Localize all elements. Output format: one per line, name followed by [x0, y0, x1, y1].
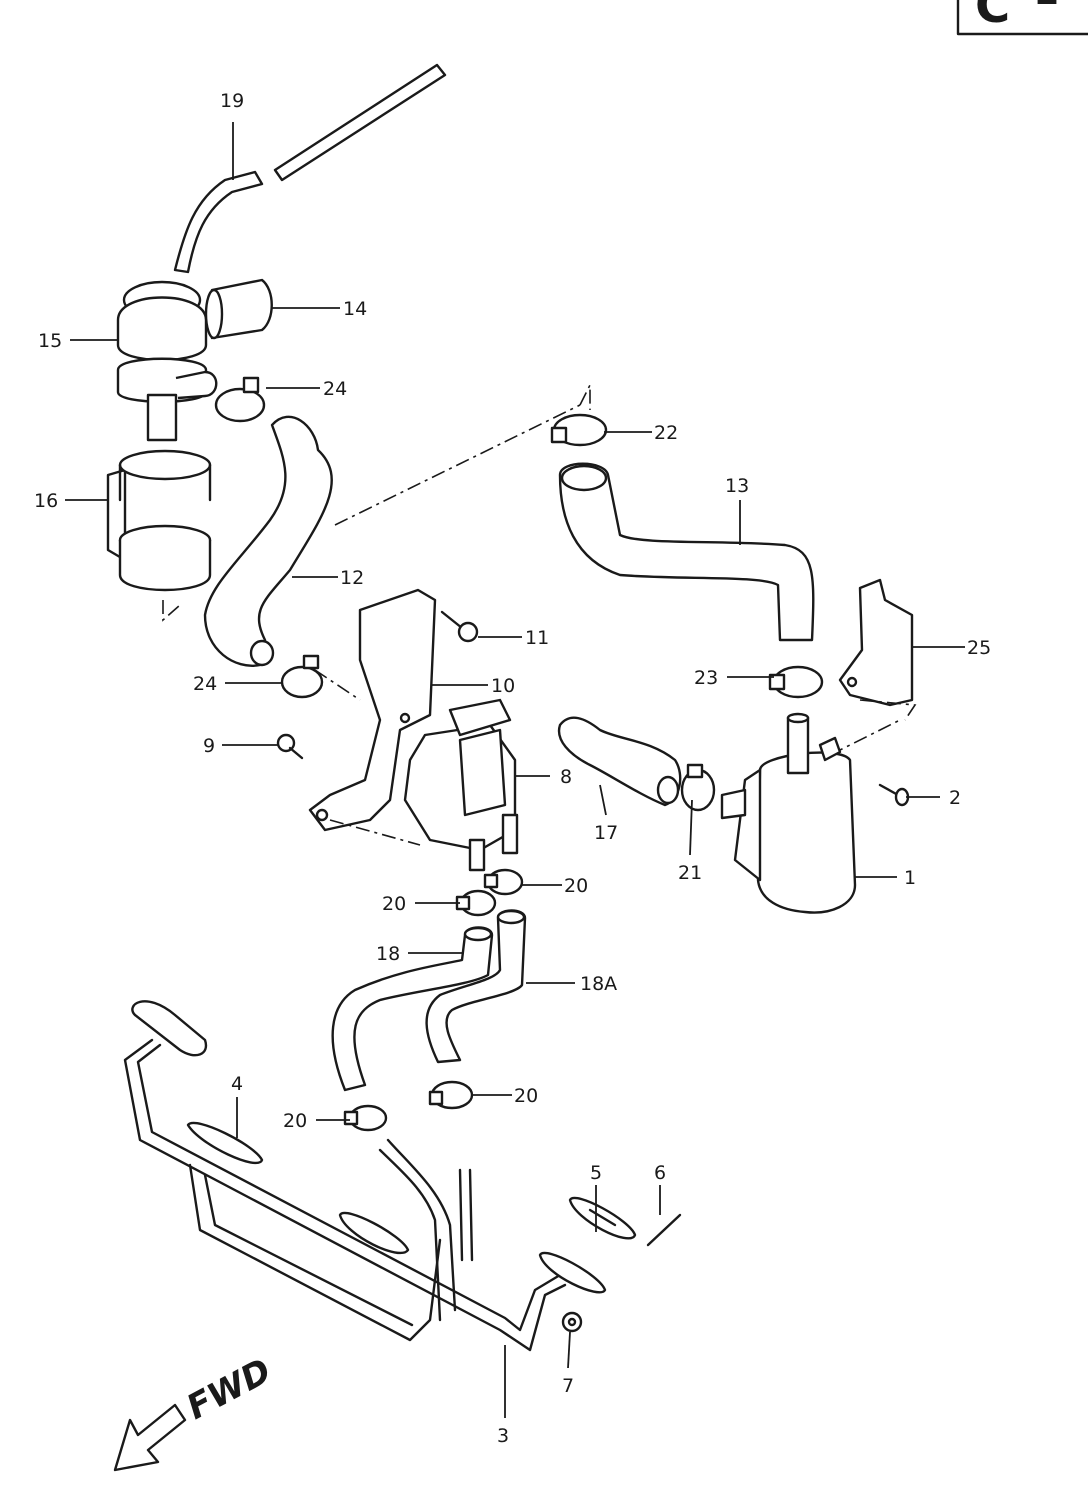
part-21-clamp [680, 763, 716, 812]
callout-8: 8 [560, 766, 572, 788]
callout-20-b: 20 [382, 893, 406, 915]
part-20-clamp-b [455, 889, 497, 917]
fwd-label: FWD [180, 1351, 277, 1428]
callout-14: 14 [343, 298, 367, 320]
part-23-clamp [768, 665, 824, 699]
callout-1: 1 [904, 867, 916, 889]
section-tab-letter: C [975, 0, 1010, 34]
callout-16: 16 [34, 490, 58, 512]
callout-24-upper: 24 [323, 378, 347, 400]
part-24-clamp-upper [214, 376, 266, 423]
assembly-line-left [314, 669, 421, 846]
callout-24-lower: 24 [193, 673, 217, 695]
callout-2: 2 [949, 787, 961, 809]
part-12-hose [203, 415, 333, 667]
part-19-hose [173, 63, 447, 274]
callout-labels: 19 14 15 24 22 13 16 12 25 11 24 23 10 9… [34, 90, 991, 1447]
part-20-clamp-a [483, 868, 524, 896]
part-1-canister [720, 712, 857, 914]
callout-22: 22 [654, 422, 678, 444]
callout-19: 19 [220, 90, 244, 112]
section-tab: C – [956, 0, 1088, 36]
section-tab-suffix: – [1035, 0, 1059, 26]
part-11-bolt [440, 610, 479, 643]
part-2-screw [878, 783, 910, 807]
callout-20-d: 20 [283, 1110, 307, 1132]
fwd-direction-indicator: FWD [113, 1351, 278, 1472]
part-24-clamp-lower [280, 654, 324, 699]
part-9-bolt [276, 733, 304, 760]
part-6-stud [646, 1213, 682, 1247]
callout-13: 13 [725, 475, 749, 497]
callout-6: 6 [654, 1162, 666, 1184]
callout-18: 18 [376, 943, 400, 965]
part-7-nut [561, 1311, 583, 1333]
callout-25: 25 [967, 637, 991, 659]
callout-17: 17 [594, 822, 618, 844]
part-20-clamp-c [428, 1080, 474, 1110]
part-16-bracket [106, 449, 212, 592]
part-17-hose [557, 716, 682, 807]
callout-20-c: 20 [514, 1085, 538, 1107]
callout-12: 12 [340, 567, 364, 589]
callout-7: 7 [562, 1375, 574, 1397]
leader-lines [65, 122, 965, 1418]
assembly-line-upper [162, 384, 591, 622]
part-18a-hose [425, 909, 527, 1064]
callout-18a: 18A [580, 973, 617, 995]
callout-4: 4 [231, 1073, 243, 1095]
part-14-cap [204, 278, 273, 340]
part-15-air-valve [116, 280, 218, 442]
part-25-bracket [838, 578, 914, 707]
part-13-hose [558, 462, 815, 642]
callout-23: 23 [694, 667, 718, 689]
callout-5: 5 [590, 1162, 602, 1184]
callout-20-a: 20 [564, 875, 588, 897]
part-8-valve [403, 698, 519, 872]
part-20-clamp-d [343, 1104, 388, 1132]
callout-3: 3 [497, 1425, 509, 1447]
part-22-clamp [550, 413, 608, 447]
callout-15: 15 [38, 330, 62, 352]
part-3-pipe-assembly [123, 1000, 607, 1352]
part-10-bracket [308, 588, 437, 832]
part-5-gasket [568, 1196, 637, 1240]
callout-11: 11 [525, 627, 549, 649]
callout-10: 10 [491, 675, 515, 697]
part-18-hose [331, 926, 494, 1092]
arrow-down-left-icon [113, 1403, 187, 1472]
callout-21: 21 [678, 862, 702, 884]
assembly-line-right [829, 699, 917, 756]
callout-9: 9 [203, 735, 215, 757]
